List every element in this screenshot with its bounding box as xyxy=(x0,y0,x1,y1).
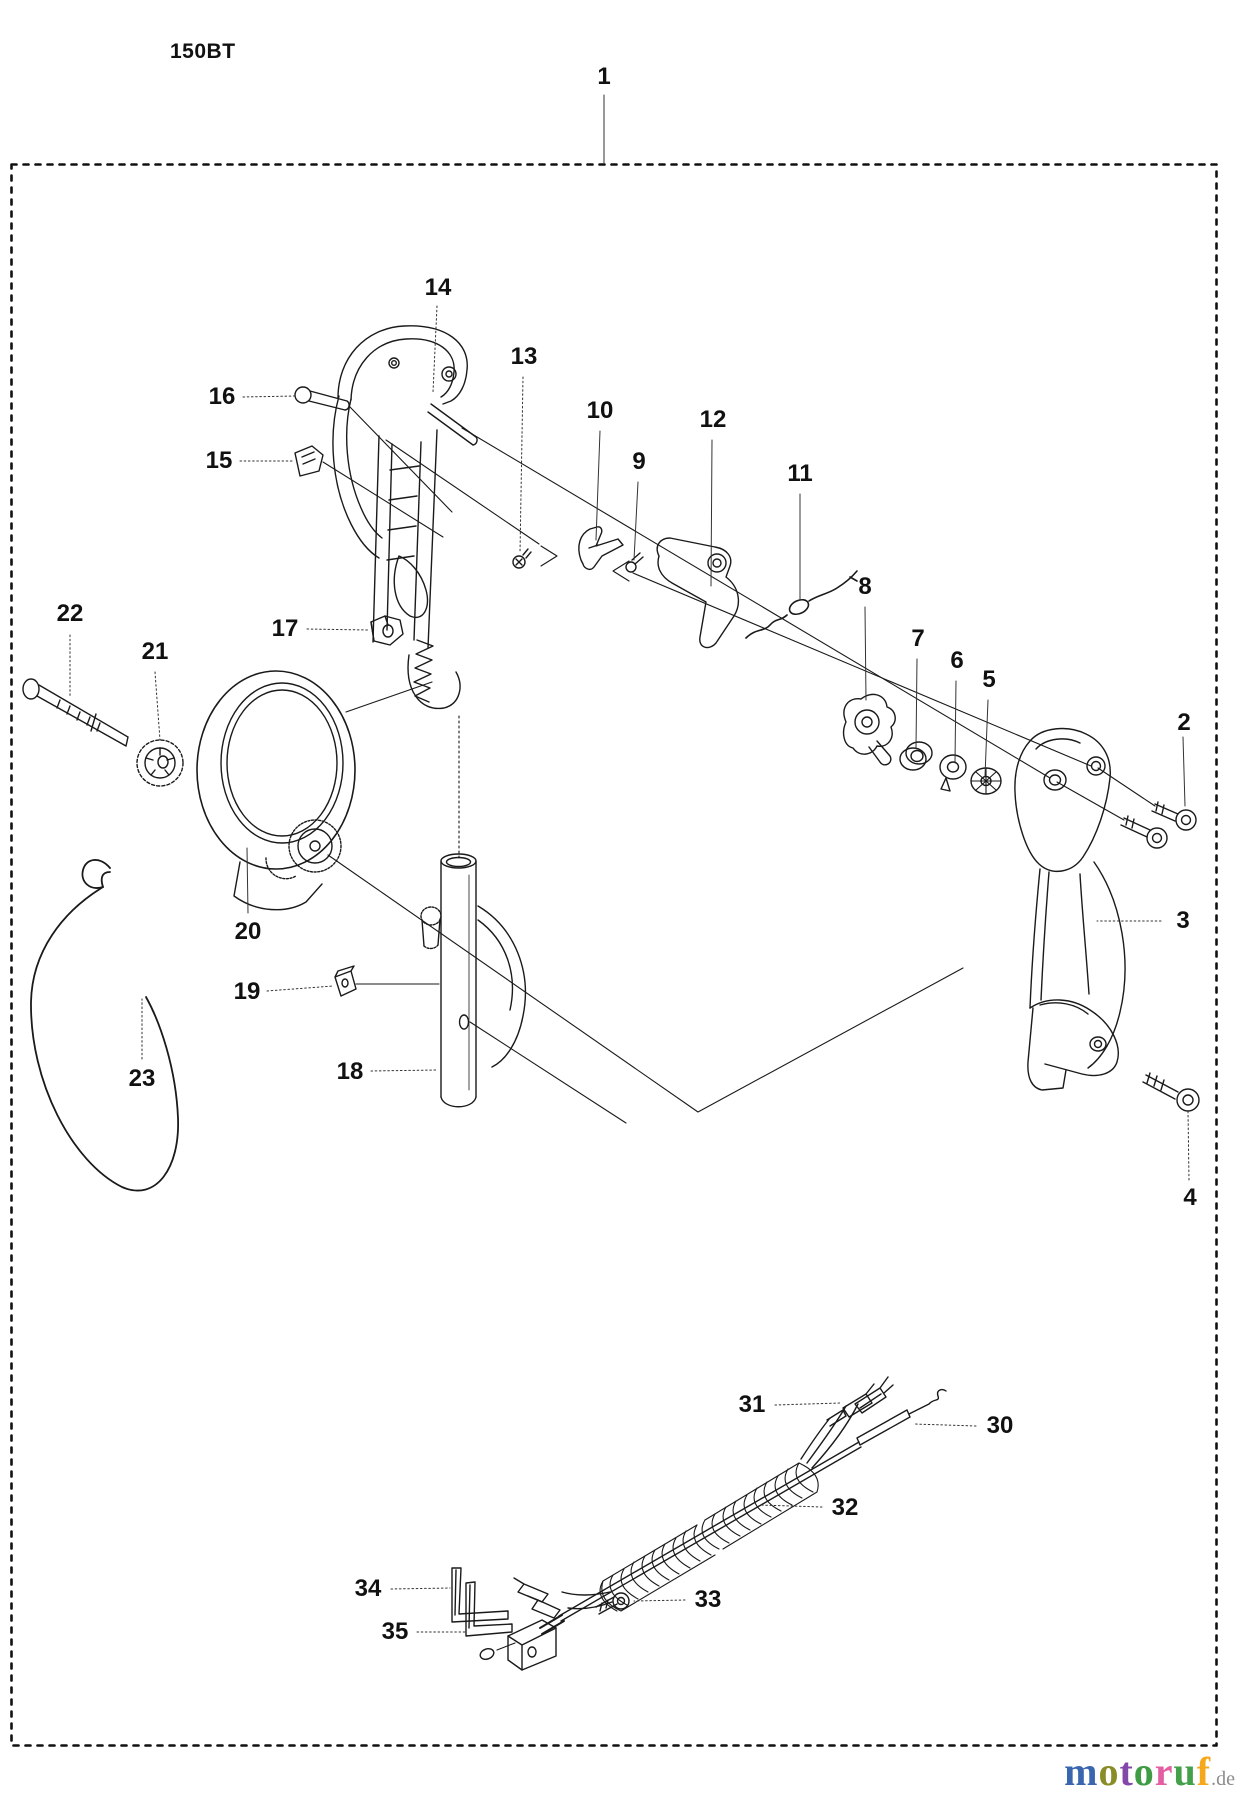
part-label-31: 31 xyxy=(738,1391,766,1418)
part-label-5: 5 xyxy=(982,666,996,693)
part-8-adjuster-knob xyxy=(842,693,896,766)
part-22-bolt xyxy=(22,678,129,747)
part-label-21: 21 xyxy=(141,638,169,665)
part-7-bushing xyxy=(899,741,933,771)
part-34-bracket xyxy=(451,1567,509,1623)
part-18-tube xyxy=(420,853,527,1108)
part-label-34: 34 xyxy=(354,1575,382,1602)
assembly-axis-lines xyxy=(322,406,1156,1651)
part-15-clip xyxy=(294,445,324,477)
part-9-screw xyxy=(625,552,644,573)
watermark-letter: f xyxy=(1196,1749,1212,1794)
watermark-letter: t xyxy=(1119,1749,1134,1794)
part-label-35: 35 xyxy=(381,1618,409,1645)
leader-line-31 xyxy=(774,1402,841,1406)
leader-line-4 xyxy=(1187,1111,1190,1181)
part-label-22: 22 xyxy=(56,600,84,627)
part-3-handle xyxy=(1014,727,1126,1091)
part-35-bracket xyxy=(465,1581,513,1637)
leader-line-6 xyxy=(954,680,957,763)
part-23-wire-loop xyxy=(30,859,179,1192)
part-32-coil xyxy=(599,1462,819,1612)
leader-line-5 xyxy=(984,699,989,777)
part-label-19: 19 xyxy=(233,978,261,1005)
part-12-trigger xyxy=(656,537,740,649)
part-label-23: 23 xyxy=(128,1065,156,1092)
leader-line-18 xyxy=(370,1069,439,1072)
watermark-letter: m xyxy=(1064,1749,1099,1794)
part-label-8: 8 xyxy=(858,573,872,600)
part-14-throttle-housing xyxy=(332,325,478,710)
part-label-9: 9 xyxy=(632,448,646,475)
leader-line-17 xyxy=(306,628,369,631)
watermark-letter: o xyxy=(1098,1749,1120,1794)
part-label-4: 4 xyxy=(1183,1184,1197,1211)
part-label-10: 10 xyxy=(586,397,614,424)
part-30-cable xyxy=(539,1388,947,1635)
part-label-6: 6 xyxy=(950,647,964,674)
part-5-star-washer xyxy=(970,767,1002,795)
part-label-18: 18 xyxy=(336,1058,364,1085)
part-17-nut xyxy=(370,615,404,646)
part-21-knob xyxy=(136,739,184,787)
part-19-nut xyxy=(334,965,357,997)
part-label-32: 32 xyxy=(831,1494,859,1521)
leader-lines xyxy=(69,94,1190,1633)
part-label-13: 13 xyxy=(510,343,538,370)
watermark-letter: r xyxy=(1154,1749,1174,1794)
leader-line-14 xyxy=(432,305,438,393)
part-6-washer xyxy=(939,754,967,792)
part-label-16: 16 xyxy=(208,383,236,410)
model-title: 150BT xyxy=(170,40,236,63)
part-label-15: 15 xyxy=(205,447,233,474)
leader-line-12 xyxy=(710,439,713,587)
part-label-30: 30 xyxy=(986,1412,1014,1439)
part-label-20: 20 xyxy=(234,918,262,945)
part-13-screw xyxy=(512,548,532,569)
leader-line-32 xyxy=(759,1504,823,1508)
leader-line-19 xyxy=(266,985,334,992)
watermark-letter: o xyxy=(1133,1749,1155,1794)
part-2-screws xyxy=(1120,801,1197,849)
motoruf-watermark: motoruf.de xyxy=(1064,1752,1235,1792)
part-31-connectors xyxy=(800,1376,894,1469)
leader-line-10 xyxy=(595,430,601,541)
leader-line-9 xyxy=(633,481,639,561)
part-label-17: 17 xyxy=(271,615,299,642)
part-33-screw xyxy=(595,1592,630,1615)
leader-line-8 xyxy=(864,606,867,701)
leader-line-2 xyxy=(1182,736,1186,807)
part-10-lock-lever xyxy=(578,526,624,571)
dashed-border xyxy=(10,163,1218,1747)
part-11-spring xyxy=(745,570,858,639)
part-4-screw xyxy=(1142,1072,1200,1112)
leader-line-7 xyxy=(915,658,918,749)
part-label-2: 2 xyxy=(1177,709,1191,736)
part-label-7: 7 xyxy=(911,625,925,652)
leader-line-20 xyxy=(246,847,249,914)
leader-line-30 xyxy=(913,1423,977,1427)
watermark-letters: motoruf xyxy=(1064,1749,1211,1794)
watermark-letter: u xyxy=(1173,1749,1197,1794)
part-label-12: 12 xyxy=(699,406,727,433)
leader-line-21 xyxy=(154,671,161,741)
part-label-14: 14 xyxy=(424,274,452,301)
harness-assembly xyxy=(451,1376,947,1671)
leader-line-34 xyxy=(390,1587,451,1590)
leader-line-16 xyxy=(242,395,297,398)
part-16-screw xyxy=(294,386,350,411)
leader-line-33 xyxy=(633,1599,686,1602)
part-label-3: 3 xyxy=(1176,907,1190,934)
harness-lower-end xyxy=(479,1577,613,1671)
part-label-11: 11 xyxy=(787,460,813,487)
part-label-1: 1 xyxy=(597,63,611,90)
part-label-33: 33 xyxy=(694,1586,722,1613)
part-20-clamp xyxy=(196,670,356,911)
leader-line-13 xyxy=(519,376,524,554)
watermark-suffix: .de xyxy=(1211,1768,1235,1790)
